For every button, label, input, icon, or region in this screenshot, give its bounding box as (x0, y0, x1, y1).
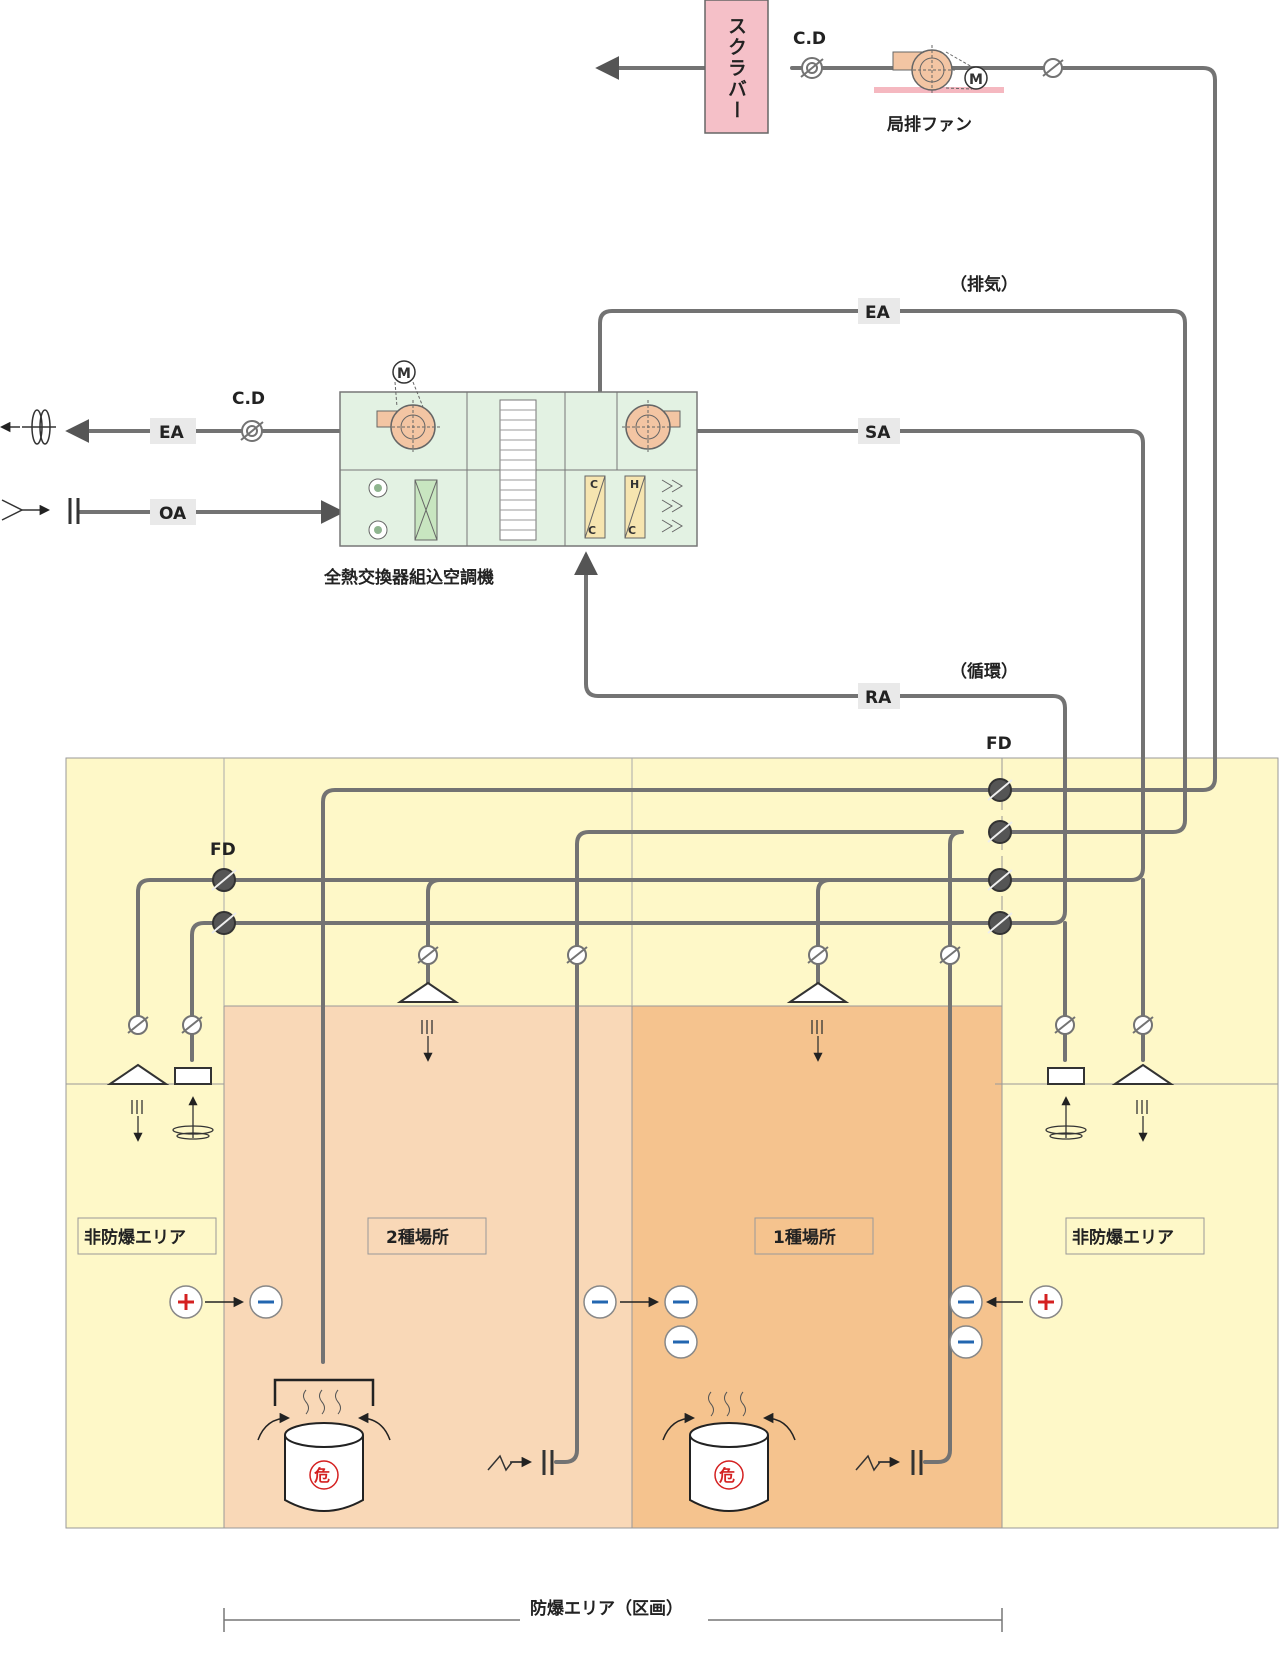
fd-right (987, 868, 1013, 892)
negative-icon (664, 1325, 698, 1359)
volume-dampers (127, 58, 1154, 1035)
circ-paren-label: （循環） (950, 661, 1018, 682)
check-damper-left (240, 420, 264, 442)
svg-text:危: 危 (719, 1466, 735, 1485)
class1-area (631, 1005, 1003, 1529)
duct-lines (65, 56, 1217, 1464)
sa-label: SA (865, 423, 891, 443)
fd-right (987, 778, 1013, 802)
zone-label-nonex-right: 非防爆エリア (1072, 1227, 1174, 1248)
fire-dampers (211, 778, 1013, 935)
damper (1042, 58, 1064, 78)
local-exhaust-fan: M (874, 45, 1004, 95)
exhaust-outlet-icon (0, 409, 56, 445)
local-fan-label: 局排ファン (887, 114, 972, 135)
fd-right (987, 820, 1013, 844)
damper (566, 945, 588, 965)
damper (1054, 1015, 1076, 1035)
svg-text:H: H (630, 478, 639, 491)
duct-ra-branch (190, 921, 1002, 1062)
damper (939, 945, 961, 965)
zone-label-class1: 1種場所 (773, 1227, 836, 1248)
damper (417, 945, 439, 965)
ahu-label: 全熱交換器組込空調機 (323, 567, 494, 588)
fd-right-label: FD (986, 734, 1012, 754)
bottom-range-label: 防爆エリア（区画） (530, 1598, 683, 1619)
zone-label-nonex-left: 非防爆エリア (84, 1227, 186, 1248)
exhaust-inlets (487, 1450, 923, 1475)
ahu-unit: M C C H C (339, 360, 698, 547)
damper (127, 1015, 149, 1035)
ea-left-label: EA (159, 423, 185, 443)
exhaust-paren-label: （排気） (950, 274, 1018, 295)
return-grilles (174, 1067, 1085, 1085)
scrubber-label: スクラバー (725, 16, 747, 121)
negative-icon (949, 1285, 983, 1319)
scrubber-box (704, 0, 769, 134)
negative-icon (249, 1285, 283, 1319)
damper (1132, 1015, 1154, 1035)
cd-left-label: C.D (232, 389, 265, 409)
positive-icon (169, 1285, 203, 1319)
svg-text:危: 危 (314, 1466, 330, 1485)
duct-ea-upper (565, 309, 1187, 834)
pressure-indicators (169, 1285, 1063, 1359)
zone-label-class2: 2種場所 (386, 1227, 449, 1248)
negative-icon (949, 1325, 983, 1359)
hazard-vessel-class2: 危 (257, 1378, 391, 1512)
ea-upper-label: EA (865, 303, 891, 323)
non-ex-area-left (65, 757, 225, 1529)
negative-icon (664, 1285, 698, 1319)
air-intake-icon (1, 498, 80, 524)
damper (181, 1015, 203, 1035)
svg-text:C: C (590, 478, 598, 491)
svg-text:C: C (628, 524, 636, 537)
supply-diffusers (106, 981, 1175, 1085)
hazard-vessel-class1: 危 (662, 1391, 796, 1512)
positive-icon (1029, 1285, 1063, 1319)
check-damper-top (800, 57, 824, 79)
motor-icon: M (392, 360, 416, 384)
duct-sa (136, 429, 1145, 1032)
zone-areas (65, 757, 1279, 1529)
non-ex-area-right (1001, 757, 1279, 1529)
negative-icon (583, 1285, 617, 1319)
svg-text:M: M (969, 72, 983, 88)
fd-right (987, 911, 1013, 935)
duct-scrubber-exhaust (790, 66, 1217, 792)
fd-left (211, 868, 237, 892)
check-dampers (240, 57, 824, 442)
duct-ra (574, 551, 1067, 925)
svg-text:C: C (588, 524, 596, 537)
fd-left (211, 911, 237, 935)
svg-text:M: M (397, 366, 411, 382)
damper (807, 945, 829, 965)
oa-label: OA (159, 504, 187, 524)
cd-top-label: C.D (793, 29, 826, 49)
ra-label: RA (865, 688, 892, 708)
fd-left-label: FD (210, 840, 236, 860)
motor-icon: M (964, 66, 988, 90)
